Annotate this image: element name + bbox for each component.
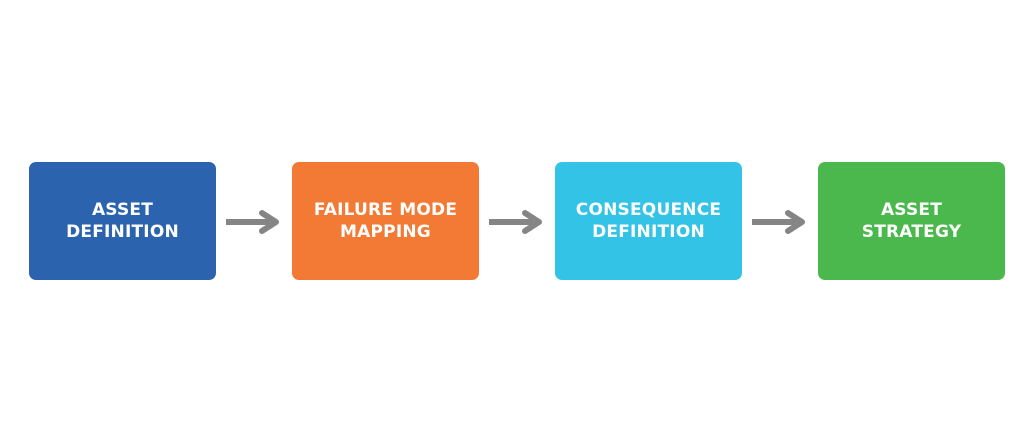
step-label: CONSEQUENCE DEFINITION bbox=[575, 200, 722, 242]
step-label: ASSET DEFINITION bbox=[66, 200, 179, 242]
arrow-right-icon bbox=[489, 210, 542, 234]
step-label: FAILURE MODE MAPPING bbox=[313, 200, 458, 242]
step-asset-strategy: ASSET STRATEGY bbox=[818, 162, 1005, 280]
step-consequence-definition: CONSEQUENCE DEFINITION bbox=[555, 162, 742, 280]
step-label: ASSET STRATEGY bbox=[861, 200, 962, 242]
step-failure-mode-mapping: FAILURE MODE MAPPING bbox=[292, 162, 479, 280]
step-asset-definition: ASSET DEFINITION bbox=[29, 162, 216, 280]
arrow-right-icon bbox=[226, 210, 279, 234]
arrow-right-icon bbox=[752, 210, 805, 234]
